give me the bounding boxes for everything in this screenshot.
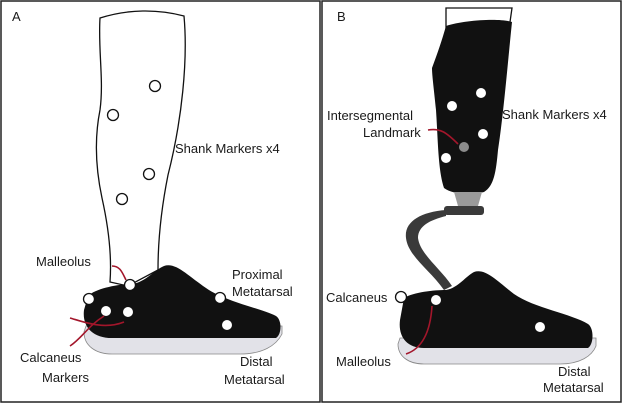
calcaneus-marker-a1 [82, 292, 96, 306]
shank-marker-b4 [441, 153, 451, 163]
malleolus-leader-a [111, 265, 127, 281]
shank-marker-a3 [142, 167, 156, 181]
prosthetic-socket [432, 19, 512, 195]
shank-marker-b3 [478, 129, 488, 139]
proximal-label-a-1: Proximal [232, 267, 283, 282]
landmark-leader [427, 128, 459, 145]
shoe-upper-a [83, 265, 281, 338]
malleolus-marker-b [431, 295, 441, 305]
landmark-label-1: Intersegmental [327, 108, 413, 123]
proximal-metatarsal-marker-a [213, 291, 227, 305]
malleolus-label-a: Malleolus [36, 254, 91, 269]
panel-b-border [321, 0, 622, 403]
distal-label-a-2: Metatarsal [224, 372, 285, 387]
pylon-clamp [444, 206, 484, 215]
distal-metatarsal-marker-b [535, 322, 545, 332]
distal-label-b-1: Distal [558, 364, 591, 379]
shoe-upper-b [399, 271, 593, 348]
intersegmental-landmark-marker [459, 142, 469, 152]
calcaneus-leader-a2 [69, 317, 125, 327]
shank-marker-a2 [106, 108, 120, 122]
calcaneus-marker-a3 [123, 307, 133, 317]
pylon-adapter [454, 192, 482, 206]
landmark-label-2: Landmark [363, 125, 421, 140]
distal-metatarsal-marker-a [222, 320, 232, 330]
proximal-label-a-2: Metatarsal [232, 284, 293, 299]
leg-outline [95, 10, 186, 287]
malleolus-label-b: Malleolus [336, 354, 391, 369]
calcaneus-label-a-2: Markers [42, 370, 89, 385]
shank-markers-label-b: Shank Markers x4 [502, 107, 607, 122]
panel-a-border [0, 0, 321, 403]
calcaneus-leader-a1 [69, 315, 105, 347]
shank-marker-b2 [447, 101, 457, 111]
shank-marker-a1 [148, 79, 162, 93]
malleolus-marker-a [123, 278, 137, 292]
distal-label-b-2: Metatarsal [543, 380, 604, 395]
panel-a-letter: A [12, 9, 21, 24]
distal-label-a-1: Distal [240, 354, 273, 369]
calcaneus-marker-a2 [101, 306, 111, 316]
malleolus-leader-b [405, 305, 433, 355]
panel-b-letter: B [337, 9, 346, 24]
calcaneus-label-b: Calcaneus [326, 290, 388, 305]
shank-marker-b1 [476, 88, 486, 98]
carbon-foot-blade [405, 210, 452, 290]
shank-marker-a4 [115, 192, 129, 206]
calcaneus-marker-b [394, 290, 408, 304]
shank-markers-label-a: Shank Markers x4 [175, 141, 280, 156]
calcaneus-label-a-1: Calcaneus [20, 350, 82, 365]
